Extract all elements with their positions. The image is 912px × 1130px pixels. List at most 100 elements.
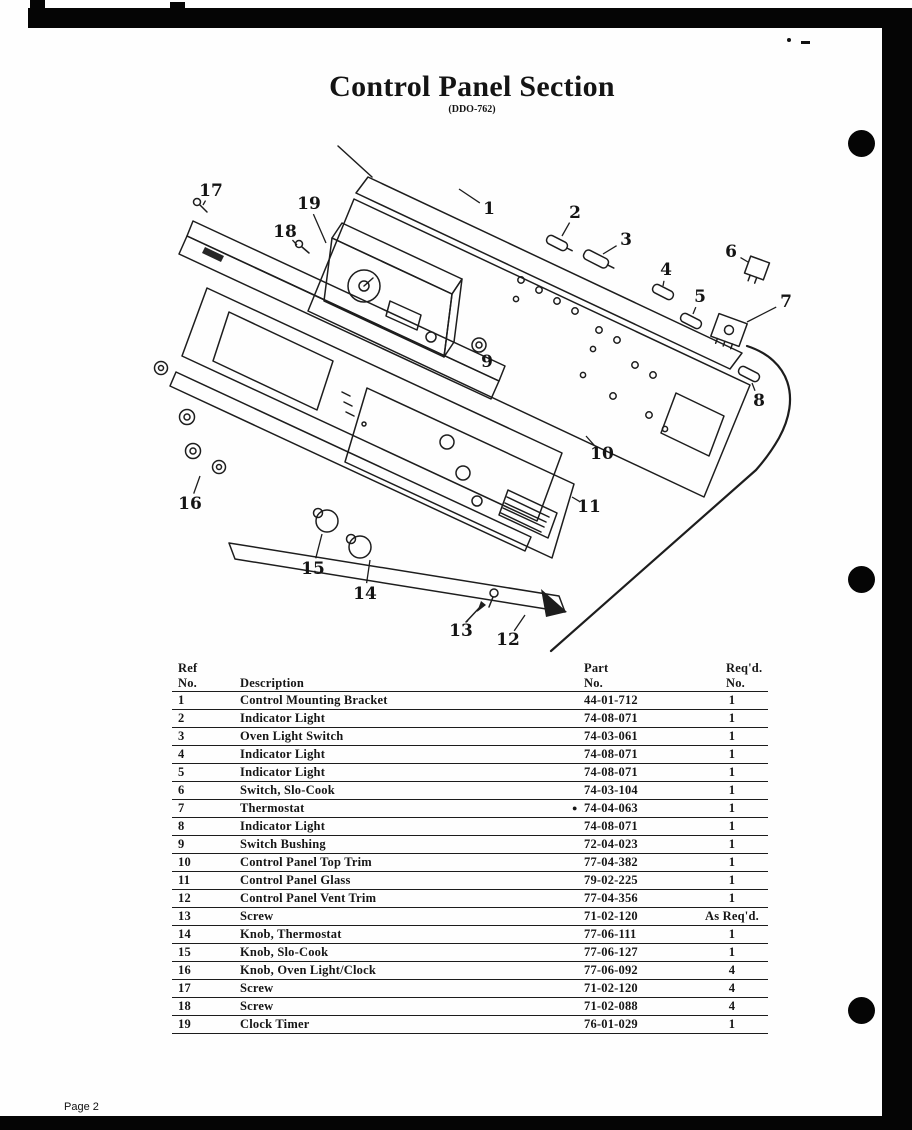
cell-ref: 14 (172, 925, 236, 944)
scan-mark-dot (787, 38, 791, 42)
cell-desc: Switch Bushing (236, 835, 576, 854)
cell-qty: 4 (696, 961, 768, 980)
cell-desc: Knob, Thermostat (236, 925, 576, 944)
cell-part: 77-06-127 (576, 943, 696, 962)
cell-part: 76-01-029 (576, 1015, 696, 1034)
cell-part: 74-03-061 (576, 727, 696, 746)
callout-leader (740, 257, 749, 263)
header-part-line1: Part (584, 661, 609, 675)
screw-18-icon (294, 239, 310, 254)
header-spacer (236, 661, 576, 676)
cell-ref: 11 (172, 871, 236, 890)
cell-desc: Indicator Light (236, 709, 576, 728)
cell-part: 77-04-356 (576, 889, 696, 908)
oven-light-clock-knobs (153, 360, 227, 475)
callout-number: 7 (780, 292, 792, 312)
callout-leader (312, 213, 327, 244)
header-qty-line2: No. (696, 676, 768, 692)
cell-qty: As Req'd. (696, 907, 768, 926)
header-description: Description (236, 676, 576, 692)
callout-number: 6 (725, 242, 737, 262)
cell-ref: 4 (172, 745, 236, 764)
cell-ref: 10 (172, 853, 236, 872)
part-back-panel (307, 198, 751, 498)
indicator-light-5-icon (679, 312, 703, 330)
part-panel-cutout (660, 392, 725, 457)
header-part-line2: No. (576, 676, 696, 692)
callout-number: 17 (199, 181, 223, 201)
cell-desc: Indicator Light (236, 763, 576, 782)
cell-qty: 1 (696, 835, 768, 854)
page-number: Page 2 (64, 1101, 99, 1113)
cell-qty: 1 (696, 727, 768, 746)
cell-desc: Knob, Oven Light/Clock (236, 961, 576, 980)
part-mark: ● (572, 803, 578, 813)
page-title: Control Panel Section (329, 70, 615, 103)
cell-part: 74-08-071 (576, 745, 696, 764)
cell-part: 71-02-120 (576, 907, 696, 926)
part-lower-rail (169, 371, 532, 552)
cell-ref: 18 (172, 997, 236, 1016)
cell-part: 74-03-104 (576, 781, 696, 800)
callout-number: 9 (481, 352, 493, 372)
cell-part: ●74-04-063 (572, 799, 696, 818)
caution-label (498, 489, 558, 539)
callout-number: 4 (660, 260, 672, 280)
cell-qty: 1 (696, 889, 768, 908)
callout-number: 2 (569, 203, 581, 223)
callout-leader (458, 188, 481, 204)
cell-ref: 16 (172, 961, 236, 980)
scan-mark-square-2 (170, 2, 185, 13)
callout-number: 15 (301, 559, 325, 579)
part-top-trim (355, 176, 743, 370)
callout-leader (193, 475, 201, 494)
cell-part: 44-01-712 (576, 691, 696, 710)
callout-number: 1 (483, 199, 495, 219)
parts-table: Ref Part Req'd. No. Description No. No. … (172, 661, 768, 1034)
cell-desc: Oven Light Switch (236, 727, 576, 746)
cell-ref: 17 (172, 979, 236, 998)
cell-qty: 1 (696, 799, 768, 818)
header-ref-line1: Ref (178, 661, 198, 675)
callout-number: 5 (694, 287, 706, 307)
cell-qty: 4 (696, 997, 768, 1016)
indicator-light-8-icon (737, 365, 761, 383)
cell-desc: Control Panel Vent Trim (236, 889, 576, 908)
indicator-light-2-icon (545, 234, 573, 252)
callout-number: 8 (753, 391, 765, 411)
indicator-light-4-icon (651, 283, 675, 301)
punch-dot-bottom (848, 997, 875, 1024)
cell-part: 79-02-225 (576, 871, 696, 890)
slo-cook-knob-icon (312, 507, 339, 533)
cell-ref: 8 (172, 817, 236, 836)
cell-ref: 3 (172, 727, 236, 746)
header-qty-line1: Req'd. (726, 661, 763, 675)
callout-leader (585, 435, 596, 447)
thermostat-knob-icon (345, 533, 372, 559)
callout-leader (692, 306, 697, 315)
callout-number: 16 (178, 494, 202, 514)
callout-number: 19 (297, 194, 321, 214)
cell-ref: 2 (172, 709, 236, 728)
cell-ref: 13 (172, 907, 236, 926)
cell-desc: Control Panel Glass (236, 871, 576, 890)
switch-bushing-icon (471, 337, 487, 353)
cell-part: 71-02-088 (576, 997, 696, 1016)
cell-desc: Control Panel Top Trim (236, 853, 576, 872)
cell-qty: 1 (696, 763, 768, 782)
cell-desc: Screw (236, 979, 576, 998)
cell-part: 71-02-120 (576, 979, 696, 998)
